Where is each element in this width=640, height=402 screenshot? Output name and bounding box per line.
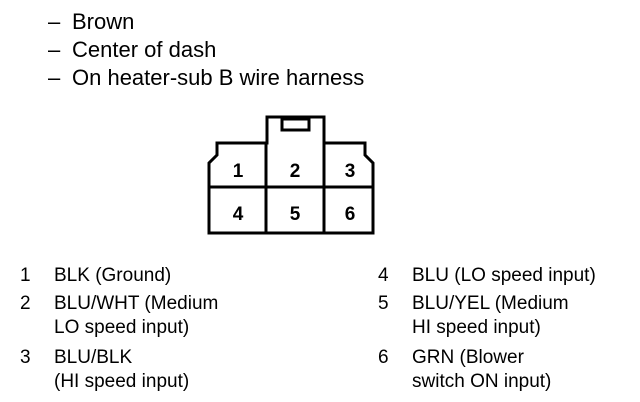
pin-number-5: 5 (290, 204, 301, 225)
connector-harness: On heater-sub B wire harness (72, 65, 365, 90)
legend-pin-description-cont: (HI speed input) (54, 371, 190, 392)
connector-location-line: –Center of dash (48, 37, 217, 62)
legend-pin-description-cont: HI speed input) (412, 317, 541, 338)
pin-number-2: 2 (290, 161, 301, 182)
legend-pin-number: 1 (20, 265, 31, 286)
connector-location: Center of dash (72, 37, 217, 62)
connector-latch (280, 117, 311, 132)
connector-description: –Brown –Center of dash –On heater-sub B … (48, 8, 364, 92)
legend-pin-description: BLU/WHT (Medium (54, 293, 219, 314)
legend-pin-description: BLU (LO speed input) (412, 265, 596, 286)
legend-pin-number: 5 (378, 293, 389, 314)
legend-pin-number: 2 (20, 293, 31, 314)
connector-color: Brown (72, 9, 135, 34)
legend-pin-number: 4 (378, 265, 389, 286)
legend-pin-number: 3 (20, 347, 31, 368)
legend-pin-description-cont: switch ON input) (412, 371, 552, 392)
legend-pin-description: GRN (Blower (412, 347, 524, 368)
pin-number-1: 1 (233, 161, 244, 182)
connector-housing (207, 115, 375, 235)
pin-number-4: 4 (233, 204, 244, 225)
legend-pin-description-cont: LO speed input) (54, 317, 190, 338)
legend-pin-description: BLU/BLK (54, 347, 133, 368)
pin-number-6: 6 (345, 204, 356, 225)
legend-pin-description: BLK (Ground) (54, 265, 172, 286)
connector-color-line: –Brown (48, 9, 135, 34)
connector-harness-line: –On heater-sub B wire harness (48, 65, 365, 90)
legend-pin-description: BLU/YEL (Medium (412, 293, 569, 314)
legend-pin-number: 6 (378, 347, 389, 368)
pin-number-3: 3 (345, 161, 356, 182)
